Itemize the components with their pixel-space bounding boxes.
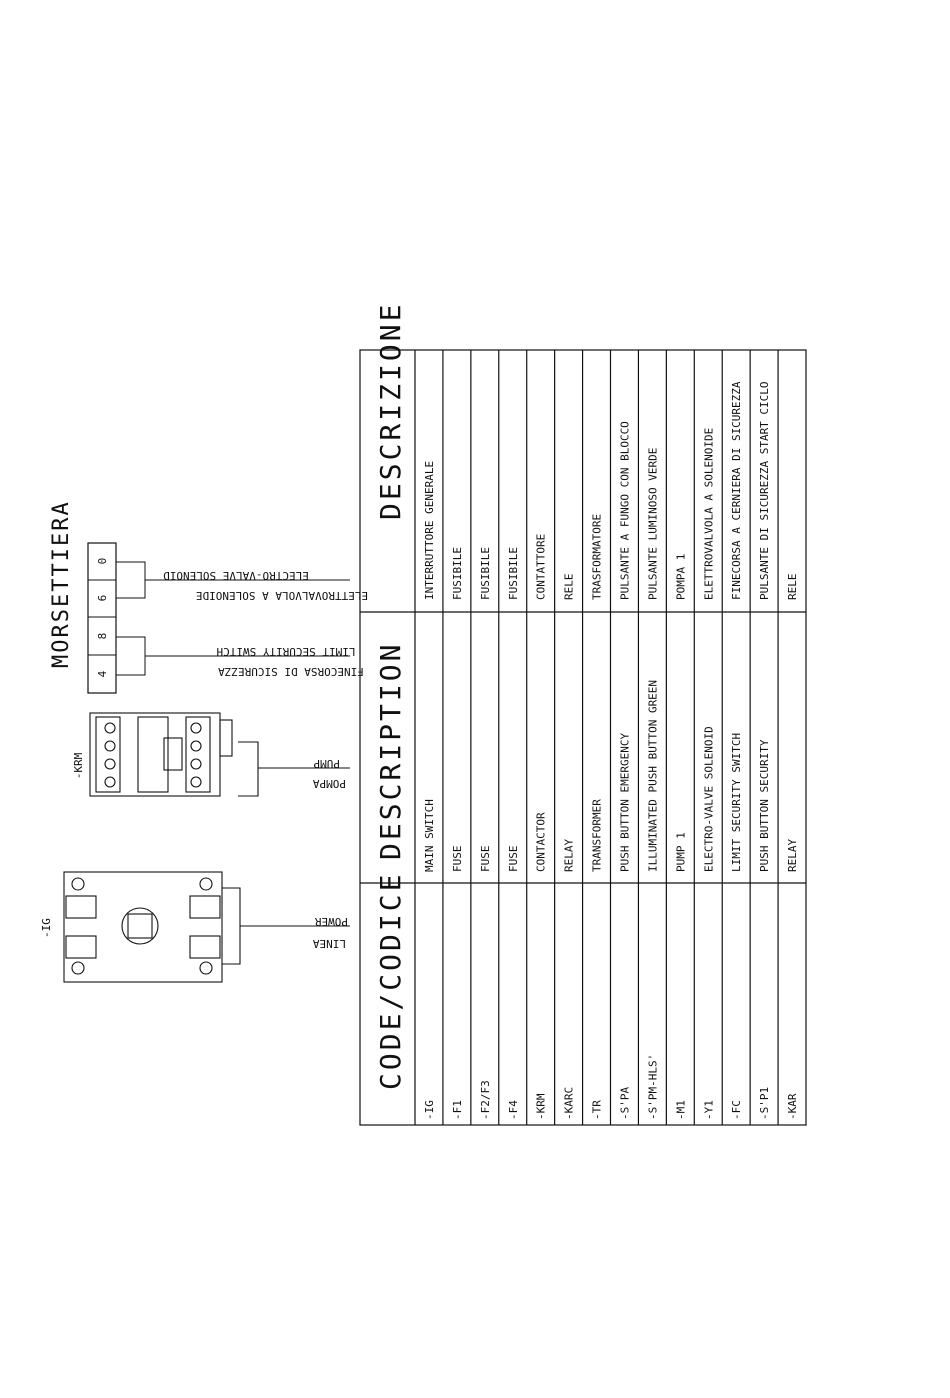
cell-code: -TR xyxy=(591,1100,604,1120)
cell-descrizione: RELE xyxy=(563,574,576,601)
terminal-number: 4 xyxy=(96,670,109,677)
screw-icon xyxy=(71,877,85,891)
terminal-number: 0 xyxy=(96,558,109,565)
screw-icon xyxy=(104,758,116,770)
cell-description: FUSE xyxy=(479,846,492,873)
cell-description: RELAY xyxy=(786,839,799,872)
screw-icon xyxy=(104,722,116,734)
cell-code: -KAR xyxy=(786,1093,799,1120)
cell-descrizione: CONTATTORE xyxy=(535,534,548,600)
cell-descrizione: ELETTROVALVOLA A SOLENOIDE xyxy=(702,428,715,600)
cell-description: PUSH BUTTON SECURITY xyxy=(758,739,771,872)
screw-icon xyxy=(104,776,116,788)
header-descrizione: DESCRIZIONE xyxy=(374,302,407,520)
cell-description: ELECTRO-VALVE SOLENOID xyxy=(702,726,715,872)
terminal-left xyxy=(65,935,97,959)
cell-description: FUSE xyxy=(507,846,520,873)
contactor-terminals-right xyxy=(185,716,211,793)
valve-bracket xyxy=(116,561,146,599)
cell-code: -KRM xyxy=(535,1093,548,1120)
valve-label-en: ELECTRO-VALVE SOLENOID xyxy=(163,569,309,582)
contactor-aux-block xyxy=(219,719,233,757)
terminal-right xyxy=(189,935,221,959)
rotary-knob-center xyxy=(127,913,153,939)
screw-icon xyxy=(190,722,202,734)
cell-descrizione: RELE xyxy=(786,574,799,601)
cell-code: -F2/F3 xyxy=(479,1080,492,1120)
terminal-numbers: 4 8 6 0 xyxy=(96,558,109,678)
screw-icon xyxy=(190,776,202,788)
cell-code: -F4 xyxy=(507,1100,520,1120)
terminal-number: 6 xyxy=(96,595,109,602)
terminal-left xyxy=(65,895,97,919)
cell-description: TRANSFORMER xyxy=(591,799,604,872)
contactor-coil-housing xyxy=(137,716,169,793)
cell-code: -FC xyxy=(730,1100,743,1120)
cell-code: -M1 xyxy=(674,1100,687,1120)
contactor-krm: -KRM PUMP POMPA xyxy=(72,712,350,797)
terminal-number: 8 xyxy=(96,633,109,640)
cell-code: -S'PM-HLS' xyxy=(646,1054,659,1120)
cell-code: -Y1 xyxy=(702,1100,715,1120)
cell-code: -KARC xyxy=(563,1087,576,1120)
cell-code: -S'P1 xyxy=(758,1087,771,1120)
terminal-block-title: MORSETTIERA xyxy=(49,500,74,668)
main-switch-tag: -IG xyxy=(40,918,53,938)
contactor-terminals-left xyxy=(95,716,121,793)
main-switch-body xyxy=(63,871,223,983)
screw-icon xyxy=(199,961,213,975)
contactor-tag: -KRM xyxy=(72,752,85,779)
cell-description: ILLUMINATED PUSH BUTTON GREEN xyxy=(646,680,659,872)
cell-description: LIMIT SECURITY SWITCH xyxy=(730,733,743,872)
cell-descrizione: PULSANTE DI SICUREZZA START CICLO xyxy=(758,381,771,600)
cell-code: -S'PA xyxy=(618,1087,631,1120)
cell-descrizione: PULSANTE A FUNGO CON BLOCCO xyxy=(618,421,631,600)
screw-icon xyxy=(190,740,202,752)
pump-label-en: PUMP xyxy=(313,757,340,770)
power-bracket xyxy=(222,887,241,965)
cell-description: PUMP 1 xyxy=(674,832,687,872)
terminal-right xyxy=(189,895,221,919)
cell-description: MAIN SWITCH xyxy=(423,799,436,872)
contactor-window xyxy=(163,737,183,771)
row-dividers xyxy=(442,350,779,1125)
table-rows: -IG MAIN SWITCH INTERRUTTORE GENERALE -F1 FU… xyxy=(423,381,799,1120)
pump-label-it: POMPA xyxy=(313,777,346,790)
screw-icon xyxy=(190,758,202,770)
main-switch-ig: -IG POWER LINEA xyxy=(40,871,350,983)
power-label-en: POWER xyxy=(315,915,348,928)
cell-descrizione: PULSANTE LUMINOSO VERDE xyxy=(646,448,659,600)
terminal-strip xyxy=(87,542,117,694)
cell-code: -F1 xyxy=(451,1100,464,1120)
cell-descrizione: TRASFORMATORE xyxy=(591,514,604,600)
component-table xyxy=(359,349,807,1126)
header-description: DESCRIPTION xyxy=(374,642,407,860)
limit-label-it: FINECORSA DI SICUREZZA xyxy=(218,665,364,678)
cell-descrizione: POMPA 1 xyxy=(674,554,687,600)
cell-description: RELAY xyxy=(563,839,576,872)
cell-descrizione: FUSIBILE xyxy=(479,547,492,600)
screw-icon xyxy=(104,740,116,752)
rotary-knob xyxy=(121,907,159,945)
cell-description: FUSE xyxy=(451,846,464,873)
header-code: CODE/CODICE xyxy=(374,872,407,1090)
cell-descrizione: FINECORSA A CERNIERA DI SICUREZZA xyxy=(730,381,743,600)
cell-descrizione: FUSIBILE xyxy=(507,547,520,600)
power-label-it: LINEA xyxy=(313,937,346,950)
screw-icon xyxy=(71,961,85,975)
screw-icon xyxy=(199,877,213,891)
limit-bracket xyxy=(116,636,146,676)
cell-descrizione: FUSIBILE xyxy=(451,547,464,600)
cell-descrizione: INTERRUTTORE GENERALE xyxy=(423,461,436,600)
limit-label-en: LIMIT SECURITY SWITCH xyxy=(216,645,355,658)
cell-description: CONTACTOR xyxy=(535,812,548,872)
cell-description: PUSH BUTTON EMERGENCY xyxy=(618,733,631,872)
pump-bracket xyxy=(238,741,259,797)
cell-code: -IG xyxy=(423,1100,436,1120)
valve-label-it: ELETTROVALVOLA A SOLENOIDE xyxy=(196,589,368,602)
